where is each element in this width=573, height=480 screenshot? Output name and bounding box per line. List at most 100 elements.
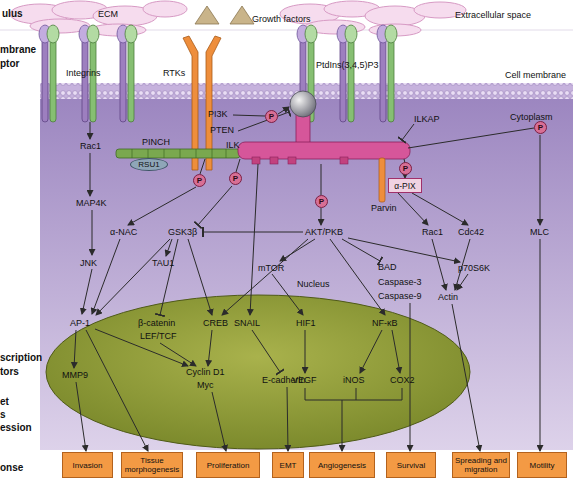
inhibition-line [238, 112, 289, 131]
node-text: Angiogenesis [318, 461, 366, 470]
phosphorylation-circle: P [315, 195, 328, 208]
molecule-label: VEGF [292, 375, 317, 386]
molecule-label: CREB [203, 318, 228, 329]
molecule-label: BAD [378, 262, 397, 273]
molecule-label: iNOS [343, 375, 365, 386]
activation-arrow [90, 122, 91, 139]
molecule-label: Caspase-3 [378, 277, 422, 288]
row-heading: ptor [0, 58, 19, 69]
row-heading: s [0, 409, 6, 420]
molecule-label: mTOR [258, 263, 284, 274]
molecule-label: ILK [226, 140, 240, 151]
molecule-label: Rac1 [422, 227, 443, 238]
phosphorylation-circle: P [399, 162, 412, 175]
response-box: Invasion [62, 452, 113, 478]
node-text: P [319, 197, 324, 206]
pathway-line [408, 128, 534, 148]
molecule-label: Extracellular space [455, 10, 531, 21]
activation-arrow [432, 239, 446, 290]
node-text: Proliferation [207, 461, 250, 470]
row-heading: scription [0, 352, 42, 363]
node-text: EMT [280, 461, 297, 470]
nucleus-ellipse: Nucleus [45, 294, 471, 450]
molecule-label: α-NAC [110, 227, 137, 238]
phosphorylation-circle: P [534, 121, 547, 134]
node-text: P [403, 164, 408, 173]
inhibition-line [342, 239, 380, 261]
row-heading: ession [0, 422, 32, 433]
phosphorylation-circle: P [229, 172, 242, 185]
molecule-label: Caspase-9 [378, 291, 422, 302]
activation-arrow [540, 135, 541, 225]
molecule-label: Cdc42 [458, 227, 484, 238]
inhibition-line [402, 124, 414, 140]
node-text: Survival [397, 461, 425, 470]
activation-arrow [348, 238, 460, 262]
node-text: P [538, 123, 543, 132]
activation-arrow [412, 193, 468, 225]
molecule-label: p70S6K [458, 263, 490, 274]
ecm-fibres [10, 1, 466, 36]
molecule-label: SNAIL [234, 318, 260, 329]
molecule-label: MLC [530, 227, 549, 238]
molecule-label: Myc [197, 380, 214, 391]
protein-oval: RSU1 [130, 158, 168, 171]
activation-arrow [457, 274, 468, 290]
response-box: Tissue morphogenesis [121, 452, 183, 478]
protein-box: α-PIX [388, 178, 422, 193]
response-box: Motility [517, 452, 567, 478]
phosphorylation-circle: P [193, 174, 206, 187]
response-box: Angiogenesis [309, 452, 375, 478]
row-heading: et [0, 396, 9, 407]
node-text: P [269, 112, 274, 121]
molecule-label: MMP9 [62, 370, 88, 381]
node-text: P [197, 176, 202, 185]
molecule-label: GSK3β [168, 227, 197, 238]
response-box: EMT [272, 452, 304, 478]
molecule-label: Actin [438, 292, 458, 303]
molecule-label: LEF/TCF [140, 331, 177, 342]
compartment-label: Nucleus [297, 279, 330, 290]
nucleus-shape [45, 294, 471, 450]
molecule-label: AP-1 [70, 318, 90, 329]
molecule-label: Cell membrane [505, 70, 566, 81]
activation-arrow [305, 330, 306, 373]
pathway-line [236, 159, 240, 172]
molecule-label: NF-κB [372, 318, 398, 329]
molecule-label: PINCH [142, 137, 170, 148]
pathway-line [233, 115, 265, 116]
inhibition-line [203, 232, 303, 233]
molecule-label: JNK [80, 258, 97, 269]
node-text: Invasion [73, 461, 103, 470]
node-text: RSU1 [138, 160, 159, 169]
molecule-label: Cyclin D1 [186, 367, 225, 378]
molecule-label: PTEN [210, 125, 234, 136]
node-text: Tissue morphogenesis [123, 456, 181, 474]
response-box: Proliferation [196, 452, 260, 478]
activation-arrow [90, 153, 91, 196]
molecule-label: PtdIns(3,4,5)P3 [316, 60, 379, 71]
molecule-label: COX2 [390, 375, 415, 386]
nucleus-outline [46, 295, 470, 449]
pathway-line [200, 159, 205, 174]
row-heading: onse [0, 462, 23, 473]
activation-arrow [321, 208, 322, 225]
activation-arrow [82, 269, 92, 314]
cytoplasm [40, 98, 573, 450]
response-box: Survival [386, 452, 436, 478]
molecule-label: AKT/PKB [305, 227, 343, 238]
molecule-label: ECM [98, 9, 118, 20]
molecule-label: RTKs [163, 68, 185, 79]
molecule-label: β-catenin [138, 318, 175, 329]
activation-arrow [250, 164, 258, 315]
activation-arrow [92, 210, 93, 255]
molecule-label: PI3K [208, 109, 228, 120]
molecule-label: Growth factors [252, 14, 311, 25]
molecule-label: ILKAP [414, 114, 440, 125]
node-text: Spreading and migration [454, 456, 508, 474]
activation-arrow [342, 400, 343, 451]
molecule-label: Parvin [371, 203, 397, 214]
pathway-line [321, 164, 322, 195]
molecule-label: HIF1 [296, 318, 316, 329]
